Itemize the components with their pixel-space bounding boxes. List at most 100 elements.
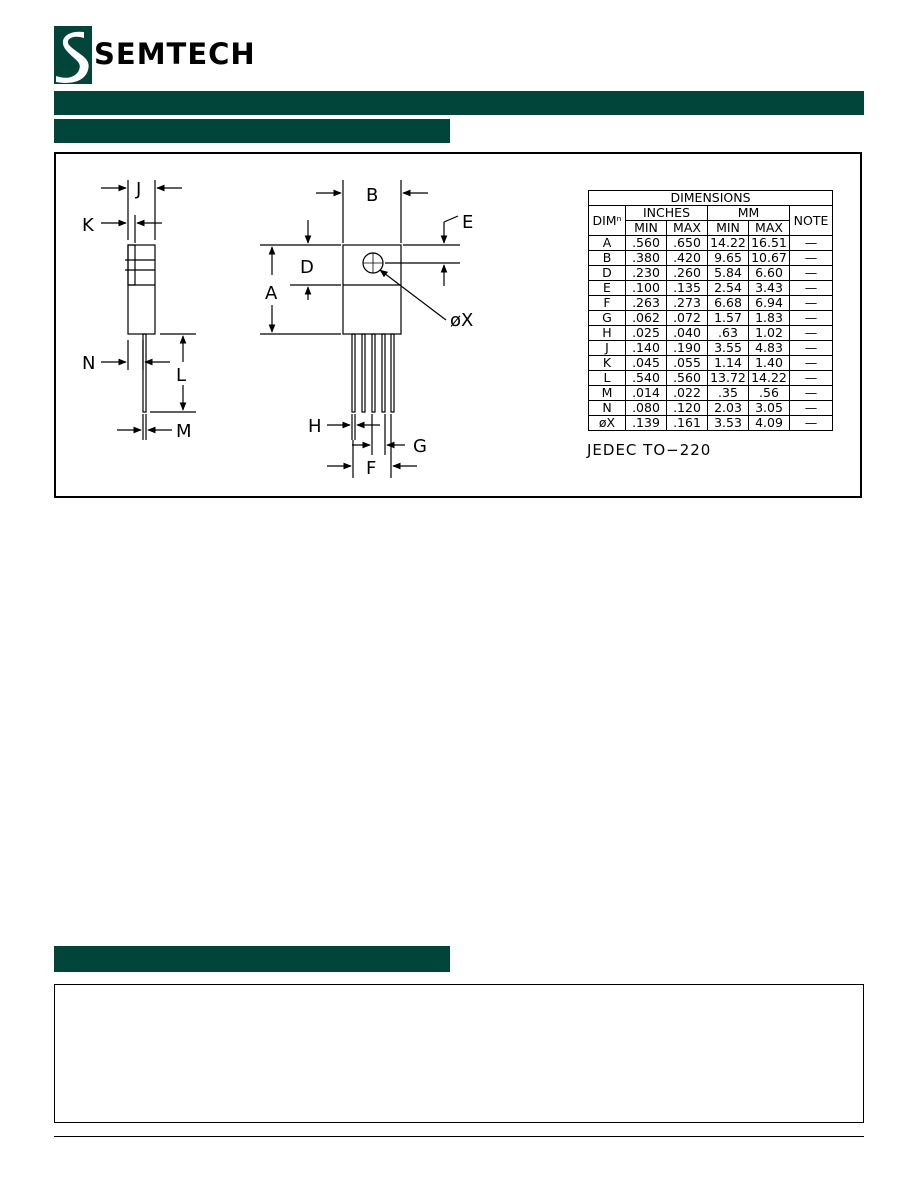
cell-mm-max: 10.67 [748, 250, 790, 266]
label-a: A [265, 283, 278, 304]
cell-mm-max: 6.60 [748, 265, 790, 281]
semtech-logo: SEMTECH [54, 26, 324, 88]
inches-header: INCHES [625, 205, 708, 221]
cell-dim: J [588, 340, 626, 356]
label-n: N [82, 353, 95, 374]
cell-dim: E [588, 280, 626, 296]
cell-mm-min: 3.53 [707, 415, 749, 431]
cell-note: — [789, 415, 833, 431]
cell-mm-max: 1.40 [748, 355, 790, 371]
cell-in-max: .560 [666, 370, 708, 386]
cell-in-max: .135 [666, 280, 708, 296]
cell-in-max: .650 [666, 235, 708, 251]
cell-in-min: .100 [625, 280, 667, 296]
cell-mm-min: 6.68 [707, 295, 749, 311]
cell-in-max: .161 [666, 415, 708, 431]
table-row: M.014.022.35.56— [588, 385, 833, 401]
label-e: E [462, 212, 473, 233]
cell-mm-min: 2.54 [707, 280, 749, 296]
label-g: G [413, 436, 427, 457]
cell-note: — [789, 355, 833, 371]
cell-mm-min: 14.22 [707, 235, 749, 251]
cell-mm-max: 1.02 [748, 325, 790, 341]
cell-in-max: .022 [666, 385, 708, 401]
cell-note: — [789, 265, 833, 281]
cell-mm-min: 3.55 [707, 340, 749, 356]
cell-mm-max: .56 [748, 385, 790, 401]
cell-in-max: .040 [666, 325, 708, 341]
footer-rule [54, 1136, 864, 1137]
dim-header: DIMⁿ [588, 205, 626, 236]
cell-in-max: .055 [666, 355, 708, 371]
cell-note: — [789, 280, 833, 296]
cell-in-min: .139 [625, 415, 667, 431]
label-j: J [135, 179, 141, 200]
front-view [260, 180, 460, 478]
cell-in-max: .420 [666, 250, 708, 266]
cell-in-min: .230 [625, 265, 667, 281]
section-bar-second [54, 946, 450, 972]
cell-in-min: .540 [625, 370, 667, 386]
cell-mm-max: 4.09 [748, 415, 790, 431]
label-x: øX [450, 310, 473, 331]
label-b: B [366, 185, 378, 206]
cell-mm-max: 6.94 [748, 295, 790, 311]
cell-mm-min: 2.03 [707, 400, 749, 416]
table-title: DIMENSIONS [588, 190, 833, 206]
cell-note: — [789, 385, 833, 401]
cell-note: — [789, 235, 833, 251]
cell-in-max: .072 [666, 310, 708, 326]
cell-mm-min: 1.57 [707, 310, 749, 326]
cell-dim: G [588, 310, 626, 326]
cell-in-min: .062 [625, 310, 667, 326]
semtech-logo-mark-icon [54, 26, 92, 84]
cell-in-max: .120 [666, 400, 708, 416]
mm-header: MM [707, 205, 790, 221]
note-header: NOTE [789, 205, 833, 236]
cell-in-max: .273 [666, 295, 708, 311]
label-d: D [300, 257, 314, 278]
cell-in-max: .260 [666, 265, 708, 281]
cell-mm-min: .63 [707, 325, 749, 341]
label-l: L [176, 365, 186, 386]
cell-dim: B [588, 250, 626, 266]
cell-note: — [789, 340, 833, 356]
cell-note: — [789, 310, 833, 326]
package-type: JEDEC TO−220 [587, 441, 712, 459]
label-f: F [366, 458, 376, 479]
brand-name: SEMTECH [94, 37, 256, 71]
side-view [101, 180, 196, 440]
inches-min-header: MIN [625, 220, 667, 236]
cell-dim: H [588, 325, 626, 341]
cell-in-min: .263 [625, 295, 667, 311]
cell-in-min: .045 [625, 355, 667, 371]
cell-dim: L [588, 370, 626, 386]
header-bar [54, 91, 864, 115]
cell-in-min: .380 [625, 250, 667, 266]
cell-mm-min: 5.84 [707, 265, 749, 281]
cell-note: — [789, 250, 833, 266]
cell-note: — [789, 400, 833, 416]
label-k: K [82, 215, 95, 236]
cell-dim: A [588, 235, 626, 251]
cell-in-min: .560 [625, 235, 667, 251]
cell-note: — [789, 295, 833, 311]
cell-in-min: .014 [625, 385, 667, 401]
cell-in-max: .190 [666, 340, 708, 356]
cell-dim: N [588, 400, 626, 416]
cell-dim: øX [588, 415, 626, 431]
section-bar-outline [54, 119, 450, 143]
cell-dim: K [588, 355, 626, 371]
cell-in-min: .080 [625, 400, 667, 416]
mm-min-header: MIN [707, 220, 749, 236]
cell-mm-max: 14.22 [748, 370, 790, 386]
